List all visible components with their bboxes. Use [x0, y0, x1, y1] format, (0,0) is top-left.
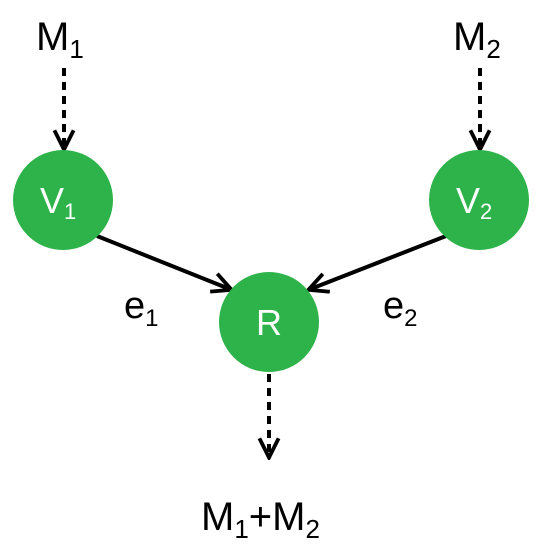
- node-v2-circle: [429, 150, 529, 250]
- edge-e1-base: e: [124, 285, 145, 327]
- output-label: M1+M2: [201, 495, 320, 544]
- output-term2-base: M: [272, 495, 305, 539]
- output-term1-sub: 1: [234, 514, 248, 544]
- node-v2-sub: 2: [480, 199, 492, 224]
- edge-e1-sub: 1: [145, 305, 158, 332]
- node-v1-sub: 1: [64, 199, 76, 224]
- edge-e2-sub: 2: [404, 305, 417, 332]
- node-r-label: R: [256, 302, 282, 343]
- output-term1-base: M: [201, 495, 234, 539]
- edge-v2-to-r: [308, 234, 447, 290]
- input-m2-base: M: [453, 15, 486, 59]
- node-r-circle: [219, 272, 319, 372]
- output-term2-sub: 2: [305, 514, 319, 544]
- node-v2-label: V2: [456, 180, 492, 224]
- edge-e2-base: e: [383, 285, 404, 327]
- node-v2: V2: [429, 150, 529, 250]
- node-v2-base: V: [456, 180, 480, 221]
- output-operator: +: [249, 495, 272, 539]
- node-r: R: [219, 272, 319, 372]
- node-v1-circle: [13, 150, 113, 250]
- node-v1: V1: [13, 150, 113, 250]
- node-v1-label: V1: [40, 180, 76, 224]
- input-label-m1: M1: [36, 15, 84, 64]
- edge-label-e1: e1: [124, 285, 159, 332]
- input-m1-sub: 1: [69, 34, 83, 64]
- input-label-m2: M2: [453, 15, 501, 64]
- input-m1-base: M: [36, 15, 69, 59]
- node-v1-base: V: [40, 180, 64, 221]
- edge-v1-to-r: [96, 234, 232, 290]
- input-m2-sub: 2: [486, 34, 500, 64]
- edge-label-e2: e2: [383, 285, 418, 332]
